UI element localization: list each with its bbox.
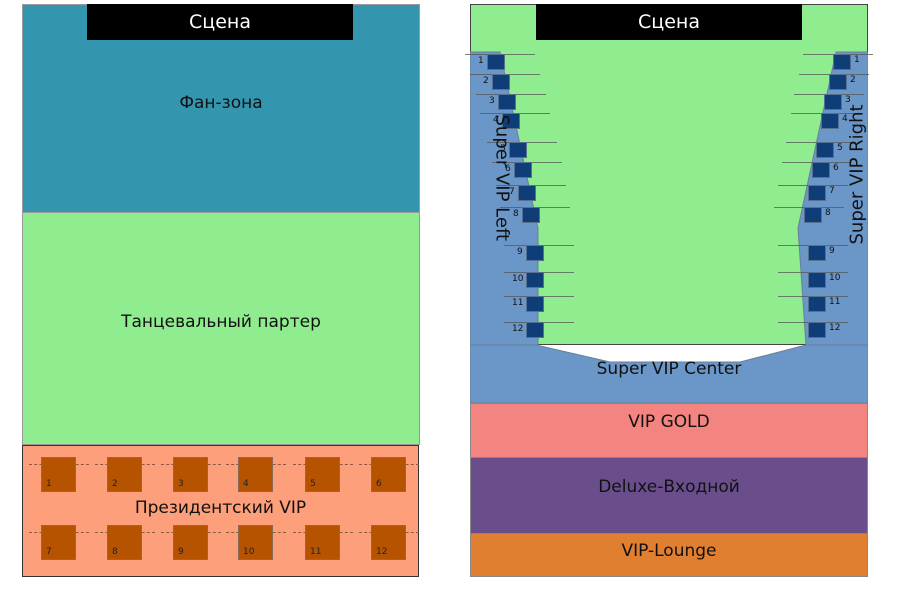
presidential-seat-2[interactable]: 2 xyxy=(107,457,142,492)
presidential-seat-4[interactable]: 4 xyxy=(238,457,273,492)
super-vip-left-seat-4[interactable] xyxy=(502,113,520,129)
seat-number: 5 xyxy=(837,143,843,153)
super-vip-right-seat-4[interactable] xyxy=(821,113,839,129)
super-vip-right-seat-3[interactable] xyxy=(824,94,842,110)
seat-number: 4 xyxy=(842,114,848,124)
zone-deluxe[interactable] xyxy=(470,457,868,534)
presidential-seat-11[interactable]: 11 xyxy=(305,525,340,560)
seat-number: 8 xyxy=(513,209,519,219)
seat-number: 11 xyxy=(310,547,322,557)
zone-vip-gold[interactable] xyxy=(470,403,868,458)
zone-label-vip-lounge: VIP-Lounge xyxy=(621,541,717,561)
seat-number: 12 xyxy=(376,547,388,557)
stage: Сцена xyxy=(536,4,802,40)
super-vip-left-seat-2[interactable] xyxy=(492,74,510,90)
stage: Сцена xyxy=(87,4,353,40)
seat-number: 9 xyxy=(829,246,835,256)
seat-number: 6 xyxy=(833,163,839,173)
super-vip-left-seat-8[interactable] xyxy=(522,207,540,223)
seat-number: 1 xyxy=(854,55,860,65)
presidential-seat-7[interactable]: 7 xyxy=(41,525,76,560)
super-vip-left-seat-9[interactable] xyxy=(526,245,544,261)
zone-label-super-vip-left: Super VIP Left xyxy=(491,114,513,242)
seat-number: 1 xyxy=(46,479,52,489)
zone-label-super-vip-center: Super VIP Center xyxy=(596,359,742,379)
vip-layout-shapes xyxy=(470,4,868,577)
super-vip-left-seat-10[interactable] xyxy=(526,272,544,288)
seat-number: 2 xyxy=(112,479,118,489)
super-vip-right-seat-2[interactable] xyxy=(829,74,847,90)
seat-number: 11 xyxy=(512,298,524,308)
zone-dance-floor[interactable]: Танцевальный партер xyxy=(22,213,420,445)
seat-number: 3 xyxy=(178,479,184,489)
presidential-seat-3[interactable]: 3 xyxy=(173,457,208,492)
super-vip-left-seat-1[interactable] xyxy=(487,54,505,70)
presidential-seat-1[interactable]: 1 xyxy=(41,457,76,492)
super-vip-left-seat-5[interactable] xyxy=(509,142,527,158)
super-vip-left-seat-11[interactable] xyxy=(526,296,544,312)
seat-number: 2 xyxy=(850,75,856,85)
seat-number: 2 xyxy=(483,76,489,86)
super-vip-right-seat-8[interactable] xyxy=(804,207,822,223)
super-vip-right-seat-11[interactable] xyxy=(808,296,826,312)
super-vip-right-seat-9[interactable] xyxy=(808,245,826,261)
zone-label-super-vip-right: Super VIP Right xyxy=(846,104,868,245)
presidential-seat-5[interactable]: 5 xyxy=(305,457,340,492)
super-vip-right-seat-7[interactable] xyxy=(808,185,826,201)
seat-number: 6 xyxy=(376,479,382,489)
zone-label-vip-gold: VIP GOLD xyxy=(628,412,710,432)
seat-number: 8 xyxy=(112,547,118,557)
super-vip-left-seat-6[interactable] xyxy=(514,162,532,178)
seat-number: 10 xyxy=(829,273,841,283)
presidential-seat-12[interactable]: 12 xyxy=(371,525,406,560)
seat-number: 12 xyxy=(829,323,841,333)
super-vip-right-seat-5[interactable] xyxy=(816,142,834,158)
super-vip-left-seat-12[interactable] xyxy=(526,322,544,338)
presidential-seat-8[interactable]: 8 xyxy=(107,525,142,560)
zone-label-deluxe: Deluxe-Входной xyxy=(598,477,740,497)
seat-number: 10 xyxy=(512,274,524,284)
seat-number: 9 xyxy=(517,247,523,257)
super-vip-left-seat-3[interactable] xyxy=(498,94,516,110)
zone-label: Фан-зона xyxy=(179,93,263,113)
super-vip-left-seat-7[interactable] xyxy=(518,185,536,201)
seat-number: 4 xyxy=(493,115,499,125)
seat-number: 10 xyxy=(243,547,255,557)
presidential-seat-9[interactable]: 9 xyxy=(173,525,208,560)
seat-number: 5 xyxy=(500,144,506,154)
super-vip-right-seat-6[interactable] xyxy=(812,162,830,178)
super-vip-right-seat-12[interactable] xyxy=(808,322,826,338)
seat-number: 7 xyxy=(509,187,515,197)
zone-vip-lounge[interactable] xyxy=(470,533,868,577)
presidential-seat-10[interactable]: 10 xyxy=(238,525,273,560)
seat-number: 1 xyxy=(478,56,484,66)
seat-number: 8 xyxy=(825,208,831,218)
seat-number: 6 xyxy=(505,164,511,174)
seat-number: 12 xyxy=(512,324,524,334)
seat-number: 5 xyxy=(310,479,316,489)
seat-number: 3 xyxy=(489,96,495,106)
seat-number: 3 xyxy=(845,95,851,105)
seat-number: 7 xyxy=(46,547,52,557)
seat-number: 7 xyxy=(829,186,835,196)
seat-number: 9 xyxy=(178,547,184,557)
presidential-seat-6[interactable]: 6 xyxy=(371,457,406,492)
zone-label: Президентский VIP xyxy=(134,498,307,518)
seat-number: 4 xyxy=(243,479,249,489)
zone-super-vip-right[interactable] xyxy=(797,51,868,346)
zone-label: Танцевальный партер xyxy=(121,312,321,332)
seat-number: 11 xyxy=(829,297,841,307)
super-vip-right-seat-1[interactable] xyxy=(833,54,851,70)
super-vip-right-seat-10[interactable] xyxy=(808,272,826,288)
